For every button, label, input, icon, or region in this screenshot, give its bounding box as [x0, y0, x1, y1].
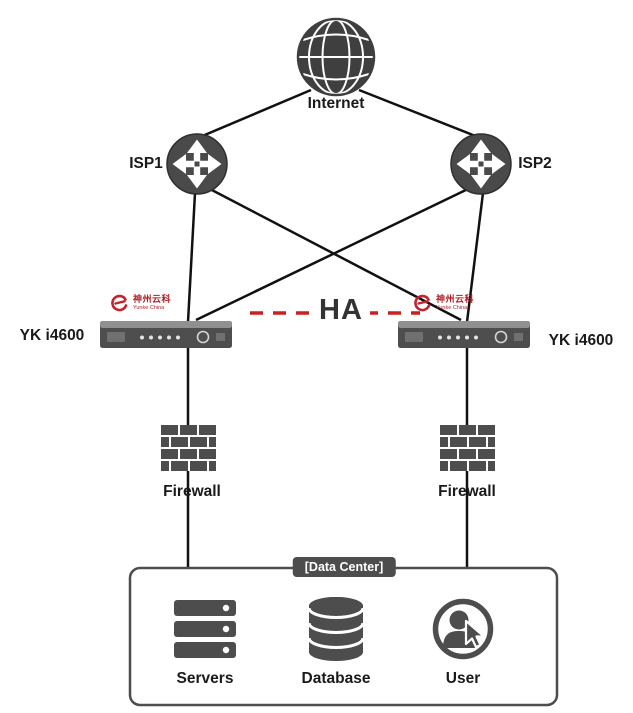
router-icon-isp2 — [450, 133, 512, 195]
yk-left-label: YK i4600 — [19, 327, 85, 344]
internet-globe-icon — [296, 17, 376, 97]
link-internet-isp1 — [199, 88, 312, 139]
ha-label: HA — [312, 294, 370, 327]
internet-label: Internet — [307, 95, 365, 112]
firewall-right-icon — [440, 425, 495, 471]
isp2-label: ISP2 — [518, 155, 552, 172]
logo-text-en: Yunke China — [436, 304, 468, 311]
yunke-swirl-icon — [111, 294, 128, 312]
logo-text-en: Yunke China — [133, 304, 165, 311]
servers-icon — [174, 600, 236, 658]
yunke-swirl-icon — [414, 294, 431, 312]
yunke-logo-right: 神州云科 Yunke China — [413, 293, 474, 313]
firewall-right-label: Firewall — [438, 483, 496, 500]
database-icon — [307, 597, 365, 661]
database-label: Database — [301, 670, 371, 687]
yk-appliance-left-icon — [100, 321, 232, 348]
datacenter-badge: [Data Center] — [292, 557, 396, 577]
link-isp2-yk-left — [195, 186, 471, 322]
user-icon — [432, 598, 494, 660]
router-icon-isp1 — [166, 133, 228, 195]
firewall-left-icon — [161, 425, 216, 471]
firewall-left-label: Firewall — [163, 483, 221, 500]
yunke-logo-left: 神州云科 Yunke China — [110, 293, 171, 313]
logo-text-cn: 神州云科 — [436, 294, 475, 305]
yk-right-label: YK i4600 — [548, 332, 614, 349]
link-internet-isp2 — [358, 88, 479, 139]
link-isp2-yk-right — [465, 192, 485, 323]
servers-label: Servers — [176, 670, 234, 687]
isp1-label: ISP1 — [129, 155, 163, 172]
logo-text-cn: 神州云科 — [133, 294, 172, 305]
user-label: User — [445, 670, 481, 687]
yk-appliance-right-icon — [398, 321, 530, 348]
link-isp1-yk-left — [186, 192, 197, 323]
